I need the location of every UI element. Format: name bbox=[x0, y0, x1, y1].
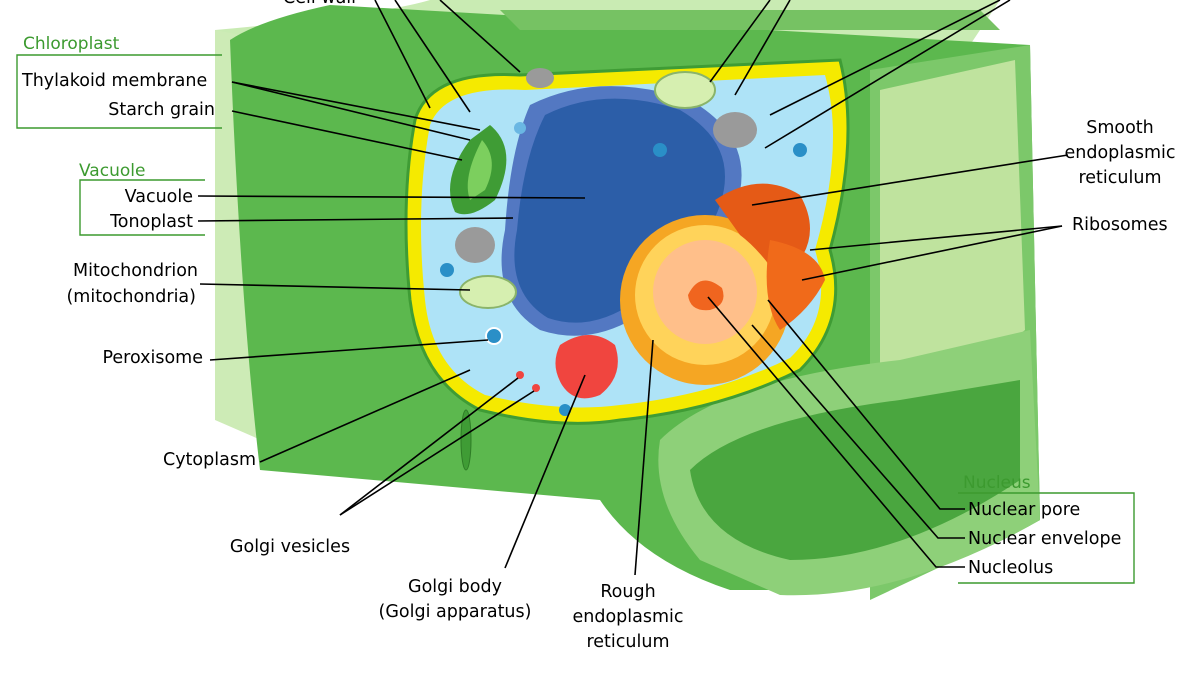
label-rough-er-1: Rough bbox=[600, 582, 655, 602]
header-vacuole: Vacuole bbox=[79, 161, 145, 181]
plasmodesma-shape bbox=[460, 409, 472, 471]
leader-golgi-body bbox=[504, 374, 586, 569]
leader-top-6 bbox=[769, 0, 1001, 116]
leader-ribosomes-2 bbox=[801, 225, 1063, 281]
label-nuclear-envelope: Nuclear envelope bbox=[968, 529, 1121, 549]
label-thylakoid-membrane: Thylakoid membrane bbox=[21, 71, 207, 91]
leader-tonoplast bbox=[197, 217, 514, 222]
chloroplast-box bbox=[16, 54, 222, 129]
label-rough-er-3: reticulum bbox=[586, 632, 669, 652]
leader-smooth-er bbox=[751, 154, 1069, 206]
blue-dot-5 bbox=[559, 404, 571, 416]
leader-nuclear-envelope bbox=[751, 324, 965, 539]
leader-thylakoid-1 bbox=[231, 81, 471, 141]
leader-mito bbox=[199, 283, 471, 291]
leader-cellwall-2 bbox=[394, 0, 471, 113]
header-chloroplast: Chloroplast bbox=[23, 34, 120, 54]
blue-dot-4 bbox=[514, 122, 526, 134]
label-tonoplast: Tonoplast bbox=[109, 212, 193, 232]
label-golgi-body: Golgi body bbox=[408, 577, 502, 597]
chloroplast-inner bbox=[467, 140, 492, 200]
leader-peroxisome bbox=[209, 339, 489, 361]
blue-dot-3 bbox=[793, 143, 807, 157]
leader-nuclear-pore bbox=[767, 299, 965, 510]
nucleolus-shape bbox=[688, 280, 724, 311]
leader-cellwall-3 bbox=[439, 0, 521, 73]
leader-vacuole bbox=[197, 195, 586, 199]
leader-starch bbox=[231, 110, 463, 161]
label-golgi-vesicles: Golgi vesicles bbox=[230, 537, 350, 557]
label-rough-er-2: endoplasmic bbox=[572, 607, 683, 627]
leader-top-4 bbox=[709, 0, 771, 83]
label-golgi-apparatus: (Golgi apparatus) bbox=[379, 602, 532, 622]
label-ribosomes: Ribosomes bbox=[1072, 215, 1168, 235]
label-vacuole: Vacuole bbox=[125, 187, 193, 207]
leader-cytoplasm bbox=[259, 369, 471, 463]
grey-body-3 bbox=[526, 68, 554, 88]
cell-wall-top-strip bbox=[500, 10, 1000, 30]
golgi-shape bbox=[555, 335, 618, 399]
peroxisome-shape bbox=[485, 327, 503, 345]
label-cell-wall-cropped: Cell wall bbox=[283, 0, 356, 8]
leader-golgi-ves-2 bbox=[339, 390, 535, 516]
blue-dot-2 bbox=[440, 263, 454, 277]
grey-body-1 bbox=[713, 112, 757, 148]
label-smooth-er-1: Smooth bbox=[1086, 118, 1154, 138]
blue-dot-1 bbox=[653, 143, 667, 157]
label-mitochondria: (mitochondria) bbox=[66, 287, 196, 307]
nucleus-box bbox=[958, 492, 1135, 584]
label-peroxisome: Peroxisome bbox=[102, 348, 203, 368]
mitochondrion-2 bbox=[459, 275, 517, 309]
label-mitochondrion: Mitochondrion bbox=[73, 261, 198, 281]
label-nuclear-pore: Nuclear pore bbox=[968, 500, 1080, 520]
label-starch-grain: Starch grain bbox=[108, 100, 215, 120]
leader-top-7 bbox=[764, 0, 1011, 149]
leader-nucleolus bbox=[707, 296, 965, 568]
leader-ribosomes-1 bbox=[809, 225, 1063, 251]
leader-thylakoid-2 bbox=[231, 81, 481, 131]
rough-er-shape bbox=[766, 240, 825, 330]
leader-cellwall-1 bbox=[374, 0, 431, 109]
leader-golgi-ves-1 bbox=[339, 377, 519, 516]
leader-top-5 bbox=[734, 0, 791, 96]
header-nucleus: Nucleus bbox=[963, 473, 1031, 493]
label-smooth-er-3: reticulum bbox=[1078, 168, 1161, 188]
label-nucleolus: Nucleolus bbox=[968, 558, 1053, 578]
leader-rough-er bbox=[634, 339, 654, 576]
golgi-vesicle-1 bbox=[516, 371, 524, 379]
mitochondrion-1 bbox=[654, 71, 716, 109]
label-smooth-er-2: endoplasmic bbox=[1064, 143, 1175, 163]
vacuole-box bbox=[79, 179, 205, 236]
golgi-vesicle-2 bbox=[532, 384, 540, 392]
label-cytoplasm: Cytoplasm bbox=[163, 450, 256, 470]
grey-body-2 bbox=[455, 227, 495, 263]
